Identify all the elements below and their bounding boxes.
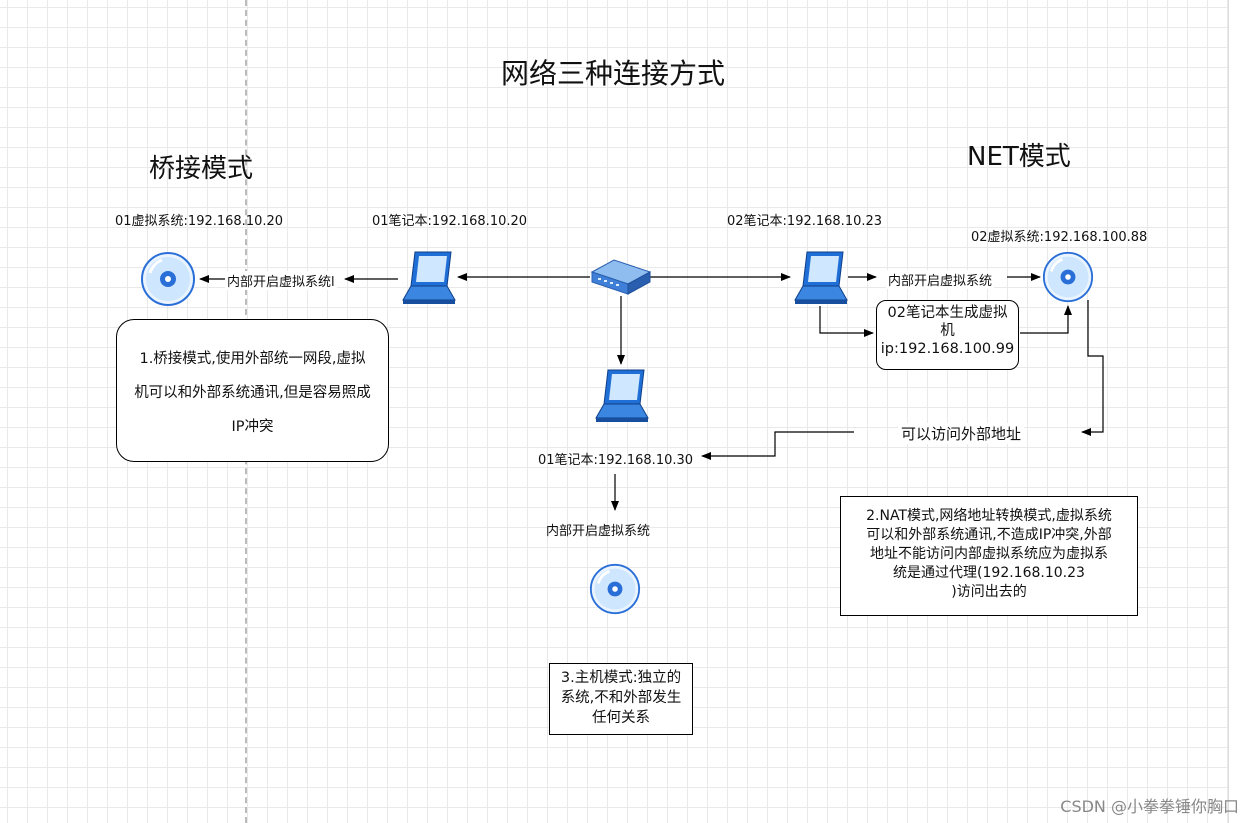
nat-access-label: 可以访问外部地址 [898,423,1025,444]
bridge-note-line3: IP冲突 [231,419,274,435]
nat-note-line5: )访问出去的 [951,584,1027,600]
edge-laptop02-to-vmbox [819,306,874,337]
bridge-note-box: 1.桥接模式,使用外部统一网段,虚拟 机可以和外部系统通讯,但是容易照成 IP冲… [116,319,389,462]
nat-vm-box: 02笔记本生成虚拟 机 ip:192.168.100.99 [876,300,1019,370]
bridge-edge-label: 内部开启虚拟系统l [225,271,337,290]
nat-note-box: 2.NAT模式,网络地址转换模式,虚拟系统 可以和外部系统通讯,不造成IP冲突,… [840,496,1138,616]
nat-note-line2: 可以和外部系统通讯,不造成IP冲突,外部 [866,527,1112,543]
host-note-line1: 3.主机模式:独立的 [560,670,682,686]
nat-vm-box-line2: 机 [940,323,955,339]
nat-note-line3: 地址不能访问内部虚拟系统应为虚拟系 [870,546,1108,562]
network-switch-icon [590,259,652,295]
nat-mode-heading: NET模式 [967,142,1071,172]
csdn-watermark: CSDN @小拳拳锤你胸口 [1060,797,1239,816]
host-note-line3: 任何关系 [592,710,650,726]
bridge-note-line1: 1.桥接模式,使用外部统一网段,虚拟 [139,351,366,367]
laptop01-label: 01笔记本:192.168.10.20 [372,214,528,229]
vm02-disc-icon [1042,251,1094,303]
host-note-line2: 系统,不和外部发生 [560,690,682,706]
edge-vm02-to-access [1081,300,1104,436]
host-edge-label: 内部开启虚拟系统 [546,524,651,539]
vm02-label: 02虚拟系统:192.168.100.88 [971,230,1148,245]
vm01-disc-icon [141,252,195,306]
host-note-box: 3.主机模式:独立的 系统,不和外部发生 任何关系 [549,663,693,735]
diagram-title: 网络三种连接方式 [501,57,726,90]
laptop02-label: 02笔记本:192.168.10.23 [727,214,883,229]
nat-edge-label: 内部开启虚拟系统 [886,270,995,289]
laptop03-icon [595,369,649,422]
nat-note-line1: 2.NAT模式,网络地址转换模式,虚拟系统 [866,508,1112,524]
bridge-note-line2: 机可以和外部系统通讯,但是容易照成 [134,385,371,401]
laptop03-label: 01笔记本:192.168.10.30 [538,453,694,468]
nat-vm-box-line1: 02笔记本生成虚拟 [887,305,1008,321]
laptop02-icon [794,251,848,304]
canvas-right-edge [1228,0,1251,823]
vm01-label: 01虚拟系统:192.168.10.20 [115,214,284,229]
laptop01-icon [402,251,456,304]
nat-vm-box-line3: ip:192.168.100.99 [880,341,1015,357]
nat-note-line4: 统是通过代理(192.168.10.23 [893,565,1085,581]
bridge-mode-heading: 桥接模式 [149,154,254,184]
edge-access-to-laptop03 [701,431,854,460]
edge-vmbox-to-vm02 [1020,305,1072,334]
vm03-disc-icon [589,563,641,615]
